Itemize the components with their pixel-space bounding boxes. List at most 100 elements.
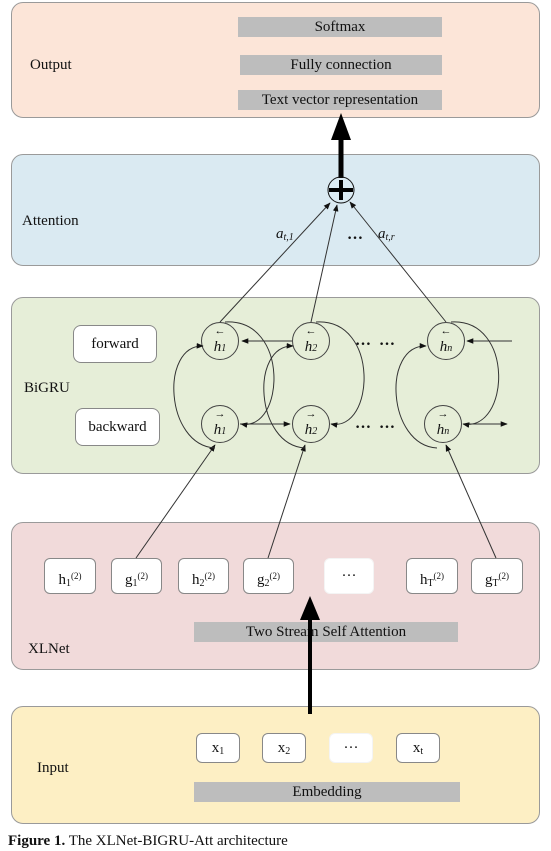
backward-node-1: →h1 xyxy=(201,405,239,443)
fully-connection-bar: Fully connection xyxy=(240,55,442,75)
node-h: h xyxy=(436,422,445,438)
left-arrow-icon: ← xyxy=(214,325,226,337)
curve-bw2-to-fw2 xyxy=(263,343,306,449)
xlnet-label: XLNet xyxy=(28,641,70,657)
token-base: g xyxy=(484,572,493,588)
input-token-xt: xt xyxy=(396,733,440,763)
node-subscript: 1 xyxy=(221,426,227,437)
text-vector-bar: Text vector representation xyxy=(238,90,442,110)
token-subscript: T xyxy=(492,578,499,589)
caption-text: The XLNet-BIGRU-Att architecture xyxy=(65,833,288,849)
link-g2-to-backward-h2 xyxy=(267,444,306,559)
token-subscript: 1 xyxy=(66,578,71,589)
bigru-backward-dots: … … xyxy=(355,415,397,432)
token-base: x xyxy=(211,740,220,756)
attention-panel xyxy=(11,154,540,266)
thick-arrow-head-xlnet xyxy=(300,596,320,620)
curve-bwn-to-fwn xyxy=(395,343,438,449)
token-base: h xyxy=(419,572,428,588)
input-label: Input xyxy=(37,760,69,776)
token-subscript: 2 xyxy=(264,578,270,589)
xlnet-token-h1: h1(2) xyxy=(44,558,96,594)
thick-arrow-head-output xyxy=(331,113,351,140)
weight-right-subscript: t,r xyxy=(385,232,395,243)
token-superscript: (2) xyxy=(204,571,216,581)
forward-label-box: forward xyxy=(73,325,157,363)
attention-dots: … xyxy=(347,226,365,243)
token-superscript: (2) xyxy=(137,571,149,581)
token-base: x xyxy=(412,740,421,756)
input-token-x1: x1 xyxy=(196,733,240,763)
link-g1-to-backward-h1 xyxy=(135,444,216,559)
attention-weight-right: at,r xyxy=(378,226,395,243)
xlnet-token-gT: gT(2) xyxy=(471,558,523,594)
token-base: ··· xyxy=(341,568,357,584)
backward-label-box: backward xyxy=(75,408,160,446)
forward-node-2: ← h2 xyxy=(292,322,330,360)
curve-fw1-to-bw1 xyxy=(224,321,275,428)
attn-link-h1 xyxy=(219,202,331,323)
xlnet-token-hT: hT(2) xyxy=(406,558,458,594)
curve-fw2-to-bw2 xyxy=(315,321,365,428)
xlnet-token-ellipsis: ··· xyxy=(324,558,374,594)
node-h: h xyxy=(304,339,313,355)
node-subscript: 2 xyxy=(312,343,318,354)
bigru-label: BiGRU xyxy=(24,380,70,396)
node-h: h xyxy=(304,422,313,438)
right-arrow-icon: → xyxy=(437,408,449,420)
node-h: h xyxy=(213,339,222,355)
attn-link-h2 xyxy=(310,204,339,323)
input-token-ellipsis: ··· xyxy=(329,733,373,763)
weight-left-subscript: t,1 xyxy=(283,232,294,243)
token-base: g xyxy=(125,572,133,588)
token-subscript: 2 xyxy=(199,578,205,589)
attention-weight-left: at,1 xyxy=(276,226,294,243)
token-base: h xyxy=(58,572,67,588)
curve-bw1-to-fw1 xyxy=(173,343,216,449)
xlnet-token-h2: h2(2) xyxy=(178,558,229,594)
token-superscript: (2) xyxy=(71,571,82,581)
token-base: h xyxy=(192,572,200,588)
token-subscript: 1 xyxy=(132,578,138,589)
forward-node-n: ← hn xyxy=(427,322,465,360)
node-subscript: 2 xyxy=(312,426,318,437)
token-subscript: t xyxy=(420,746,424,757)
softmax-bar: Softmax xyxy=(238,17,442,37)
right-arrow-icon: → xyxy=(305,408,317,420)
left-arrow-icon: ← xyxy=(305,325,317,337)
weight-right-symbol: a xyxy=(378,226,386,242)
input-panel xyxy=(11,706,540,824)
node-h: h xyxy=(213,422,222,438)
node-subscript: n xyxy=(444,426,450,437)
token-base: g xyxy=(257,572,265,588)
output-label: Output xyxy=(30,57,72,73)
token-subscript: T xyxy=(427,578,434,589)
attn-link-hn xyxy=(349,201,447,323)
figure-caption: Figure 1. The XLNet-BIGRU-Att architectu… xyxy=(8,833,288,850)
backward-node-n: → hn xyxy=(424,405,462,443)
two-stream-attention-bar: Two Stream Self Attention xyxy=(194,622,458,642)
left-arrow-icon: ← xyxy=(440,325,452,337)
token-superscript: (2) xyxy=(269,571,281,581)
token-subscript: 2 xyxy=(285,746,291,757)
weight-left-symbol: a xyxy=(276,226,284,242)
bigru-forward-dots: … … xyxy=(355,332,397,349)
forward-node-1: ←h1 xyxy=(201,322,239,360)
caption-prefix: Figure 1. xyxy=(8,833,66,849)
xlnet-token-g2: g2(2) xyxy=(243,558,294,594)
xlnet-panel xyxy=(11,522,540,670)
node-subscript: n xyxy=(447,343,453,354)
token-base: ··· xyxy=(343,740,359,756)
input-token-x2: x2 xyxy=(262,733,306,763)
token-subscript: 1 xyxy=(219,746,225,757)
attention-label: Attention xyxy=(22,213,79,229)
token-base: x xyxy=(277,740,286,756)
link-gT-to-backward-hn xyxy=(445,444,497,559)
token-superscript: (2) xyxy=(433,571,445,581)
node-h: h xyxy=(439,339,448,355)
token-superscript: (2) xyxy=(498,571,510,581)
xlnet-token-g1: g1(2) xyxy=(111,558,162,594)
embedding-bar: Embedding xyxy=(194,782,460,802)
